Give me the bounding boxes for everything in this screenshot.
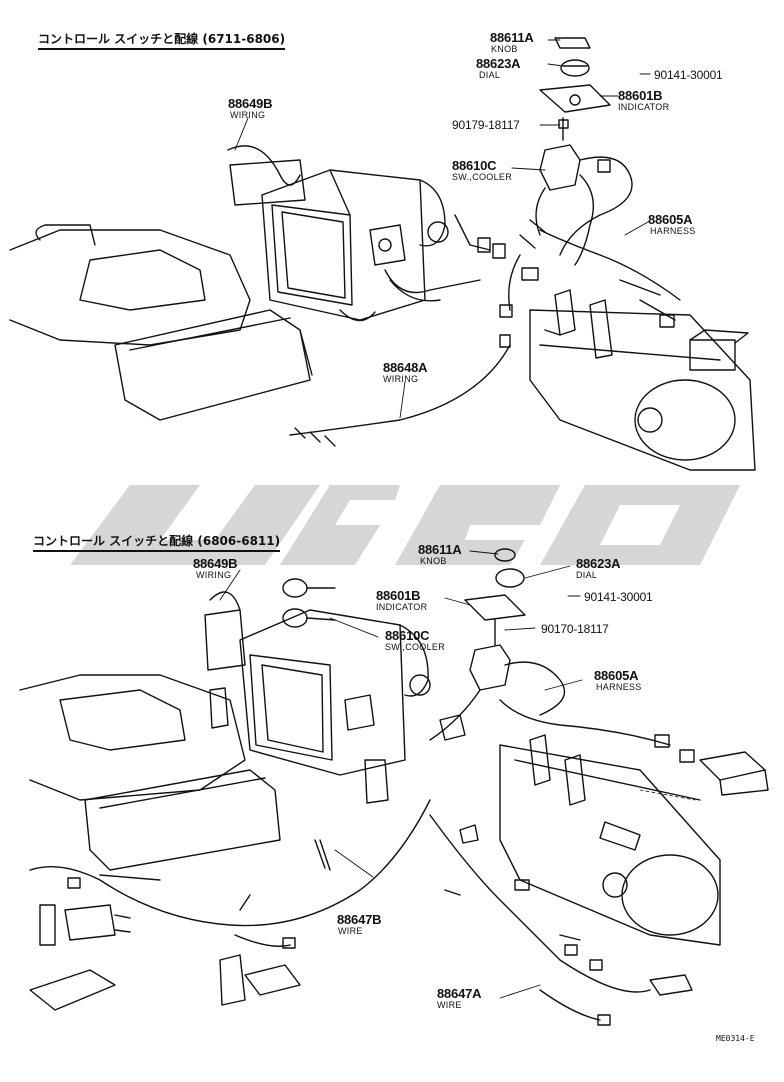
callout-wire-a-part: 88647A [437,986,482,1001]
callout-dial-part-2: 88623A [576,556,621,571]
top-cooler-unit [227,145,506,322]
top-dashboard-assembly [9,224,313,421]
callout-switch-part-2: 88610C [385,628,430,643]
callout-dial-name-2: DIAL [576,570,598,580]
callout-switch-part: 88610C [452,158,497,173]
callout-harness-part-2: 88605A [594,668,639,683]
bottom-dashboard-assembly [19,674,281,871]
callout-dial-name: DIAL [479,70,501,80]
callout-wiring-part-2: 88649B [193,556,238,571]
callout-indicator-part: 88601B [618,88,663,103]
callout-screw-part: 90141-30001 [654,68,723,82]
callout-wiring2-name: WIRING [383,374,419,384]
callout-switch-name: SW.,COOLER [452,172,513,182]
callout-knob-name: KNOB [491,44,518,54]
callout-knob-name-2: KNOB [420,556,447,566]
section-title-bottom: コントロール スイッチと配線 (6806-6811) [33,532,281,552]
bottom-cooler-unit [204,578,431,804]
bottom-lower-panel [499,734,721,946]
callout-wiring-name-2: WIRING [196,570,232,580]
callout-harness-part: 88605A [648,212,693,227]
drawing-code: ME0314-E [716,1034,755,1043]
callout-wiring-part: 88649B [228,96,273,111]
callout-harness-name: HARNESS [650,226,696,236]
callout-knob-part-2: 88611A [418,542,462,557]
bottom-leader-lines [219,550,583,999]
callout-knob-part: 88611A [490,30,534,45]
callout-wire-a-name: WIRE [437,1000,462,1010]
bottom-wire-88647B [29,799,431,1011]
bottom-switch-assembly [429,548,769,796]
top-leader-lines [234,39,651,419]
callout-bolt-part-2: 90170-18117 [541,622,609,636]
callout-screw-part-2: 90141-30001 [584,590,653,604]
callout-dial-part: 88623A [476,56,521,71]
top-lower-panel [529,279,756,471]
callout-wire-b-part: 88647B [337,912,382,927]
callout-switch-name-2: SW.,COOLER [385,642,446,652]
callout-indicator-part-2: 88601B [376,588,421,603]
top-switch-assembly [499,37,681,318]
callout-wiring-name: WIRING [230,110,266,120]
bottom-wire-88647A [429,814,693,1026]
callout-indicator-name: INDICATOR [618,102,670,112]
top-wiring-88648A [289,334,511,447]
callout-indicator-name-2: INDICATOR [376,602,428,612]
callout-wiring2-part: 88648A [383,360,428,375]
section-title-top: コントロール スイッチと配線 (6711-6806) [38,30,286,50]
callout-bolt-part: 90179-18117 [452,118,520,132]
callout-harness-name-2: HARNESS [596,682,642,692]
callout-wire-b-name: WIRE [338,926,363,936]
